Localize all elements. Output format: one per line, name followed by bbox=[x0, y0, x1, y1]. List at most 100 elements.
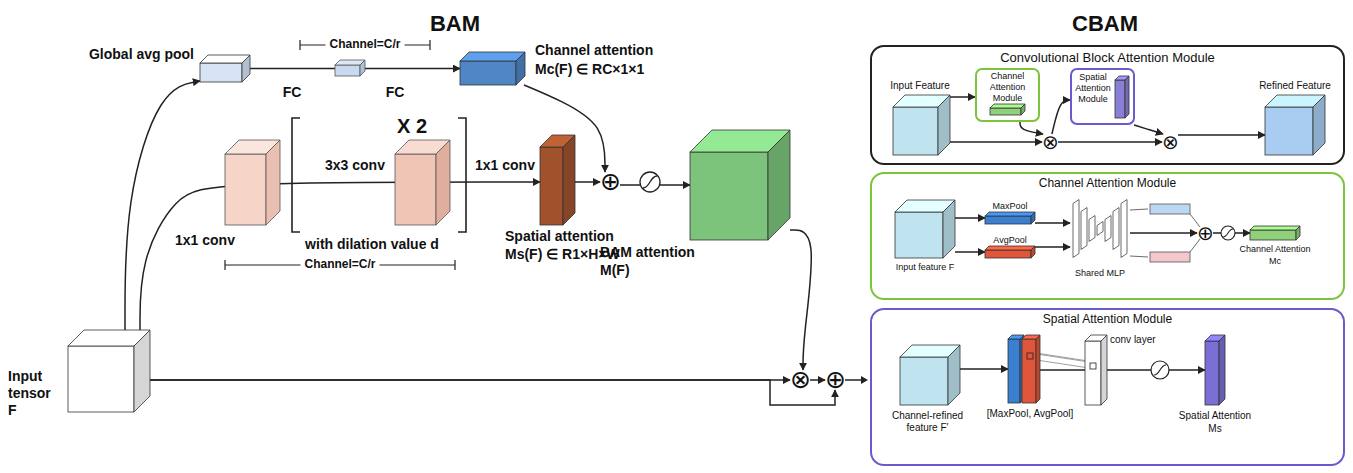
connector bbox=[790, 230, 811, 370]
conv-layer-stroke bbox=[1101, 335, 1107, 405]
diagram-label: Channel=C/r bbox=[325, 38, 404, 52]
shared-mlp-stroke bbox=[1073, 200, 1079, 258]
module-box-stroke bbox=[1021, 104, 1025, 115]
output-arrow bbox=[845, 376, 868, 384]
module-box-stroke bbox=[990, 104, 1025, 108]
node-label: [MaxPool, AvgPool] bbox=[975, 408, 1085, 420]
node-label: Input Feature bbox=[880, 80, 960, 92]
operator-symbol: ⊕ bbox=[825, 370, 845, 390]
feature-cube-picture bbox=[893, 95, 950, 155]
feature-cube-stroke bbox=[690, 152, 768, 240]
edge-label: FC bbox=[281, 84, 304, 100]
feature-cube-picture bbox=[200, 55, 250, 82]
feature-cube-picture bbox=[200, 55, 250, 82]
connector bbox=[955, 251, 985, 253]
pooled-maps-stroke bbox=[1022, 339, 1036, 403]
conv-cube bbox=[395, 140, 450, 225]
feature-cube-stroke bbox=[985, 250, 1031, 258]
conv-cube bbox=[225, 140, 280, 225]
node-label: Input tensor F bbox=[8, 368, 62, 418]
connector bbox=[810, 379, 825, 381]
feature-cube-stroke bbox=[1250, 230, 1296, 240]
operator-symbol: ⊕ bbox=[1197, 225, 1213, 241]
shared-mlp-picture bbox=[1070, 200, 1130, 265]
module-box-stroke bbox=[1115, 80, 1125, 118]
diagram-label: Channel=C/r bbox=[300, 258, 379, 272]
operator-sign: ⊗ bbox=[1162, 134, 1178, 150]
feature-cube-picture bbox=[460, 52, 525, 85]
repeat-bracket bbox=[292, 118, 300, 232]
connector bbox=[1178, 134, 1265, 136]
node-label: Channel attention bbox=[535, 42, 705, 59]
operator-sign: ⊗ bbox=[790, 370, 810, 390]
sigmoid-symbol bbox=[640, 172, 660, 192]
module-box: Channel Attention Module bbox=[975, 68, 1040, 122]
sigmoid-symbol bbox=[1221, 226, 1235, 240]
operator-symbol: ⊗ bbox=[1162, 134, 1178, 150]
sigmoid-symbol bbox=[640, 172, 660, 192]
conv-cube bbox=[395, 154, 436, 225]
diagram-label: BAM bbox=[430, 11, 480, 36]
operator-sign: ⊗ bbox=[1042, 134, 1058, 150]
width-bracket bbox=[225, 40, 455, 270]
feature-cube: Input tensor F bbox=[68, 330, 150, 412]
feature-cube-stroke bbox=[948, 345, 960, 405]
feature-cube-stroke bbox=[985, 246, 1035, 250]
feature-cube-picture bbox=[985, 246, 1035, 258]
feature-cube-picture bbox=[690, 130, 790, 240]
mlp-output-vector bbox=[1130, 209, 1200, 257]
feature-cube: BAM attentionM(F) bbox=[690, 130, 790, 240]
module-panel: Channel-refined feature F′ [MaxPool, AvgP… bbox=[870, 308, 1345, 466]
pooled-maps-stroke bbox=[1027, 353, 1033, 359]
shared-mlp-stroke bbox=[1113, 208, 1119, 250]
feature-cube-picture bbox=[68, 330, 150, 412]
feature-cube-picture bbox=[893, 95, 950, 155]
connector bbox=[950, 96, 975, 98]
operator-symbol: ⊗ bbox=[790, 370, 810, 390]
node-label: Ms bbox=[1170, 423, 1260, 435]
feature-cube-stroke bbox=[768, 130, 790, 240]
feature-cube: MaxPool bbox=[985, 212, 1035, 224]
operator-sign: ⊕ bbox=[1197, 225, 1213, 241]
module-box-stroke bbox=[1125, 76, 1129, 118]
module-box: Spatial Attention Module bbox=[1070, 68, 1135, 125]
mlp-output-vector bbox=[1150, 252, 1190, 262]
shared-mlp-stroke bbox=[1105, 216, 1111, 242]
operator-sign: ⊕ bbox=[600, 172, 620, 192]
connector bbox=[1134, 125, 1163, 134]
feature-cube-picture bbox=[985, 212, 1035, 224]
feature-cube-stroke bbox=[200, 55, 250, 63]
shared-mlp-stroke bbox=[1097, 222, 1103, 236]
connector bbox=[1058, 141, 1162, 143]
feature-cube-picture bbox=[540, 135, 575, 225]
node-label: M(F) bbox=[600, 262, 730, 279]
pooled-maps: [MaxPool, AvgPool] bbox=[1008, 335, 1040, 403]
sigmoid-symbol bbox=[1223, 229, 1233, 237]
feature-cube-stroke bbox=[200, 63, 242, 82]
feature-cube-stroke bbox=[516, 52, 525, 85]
module-box-picture bbox=[1115, 76, 1129, 118]
connector bbox=[950, 141, 1042, 143]
connector bbox=[150, 380, 835, 405]
feature-cube-stroke bbox=[895, 212, 943, 258]
node-label: BAM attention bbox=[600, 244, 730, 261]
feature-cube: Global avg pool bbox=[200, 55, 250, 82]
feature-cube-stroke bbox=[938, 95, 950, 155]
connector bbox=[960, 368, 1008, 370]
repeat-bracket bbox=[458, 118, 466, 232]
conv-layer-stroke bbox=[1090, 363, 1096, 369]
feature-cube-stroke bbox=[943, 200, 955, 258]
feature-cube-picture bbox=[900, 345, 960, 405]
feature-cube: Channel-refined feature F′ bbox=[900, 345, 960, 405]
fc-vector bbox=[335, 60, 365, 76]
feature-cube-stroke bbox=[68, 346, 134, 412]
feature-cube-picture bbox=[895, 200, 955, 258]
feature-cube-stroke bbox=[985, 216, 1031, 224]
conv-cube bbox=[266, 140, 280, 225]
feature-cube-picture bbox=[900, 345, 960, 405]
operator-sign: ⊕ bbox=[825, 370, 845, 390]
node-label: Global avg pool bbox=[60, 46, 194, 63]
module-panel: Input FeatureChannel Attention Module⊗Sp… bbox=[870, 45, 1345, 165]
node-label: Mc(F) ∈ RC×1×1 bbox=[535, 61, 705, 78]
feature-cube-picture bbox=[1205, 335, 1225, 405]
